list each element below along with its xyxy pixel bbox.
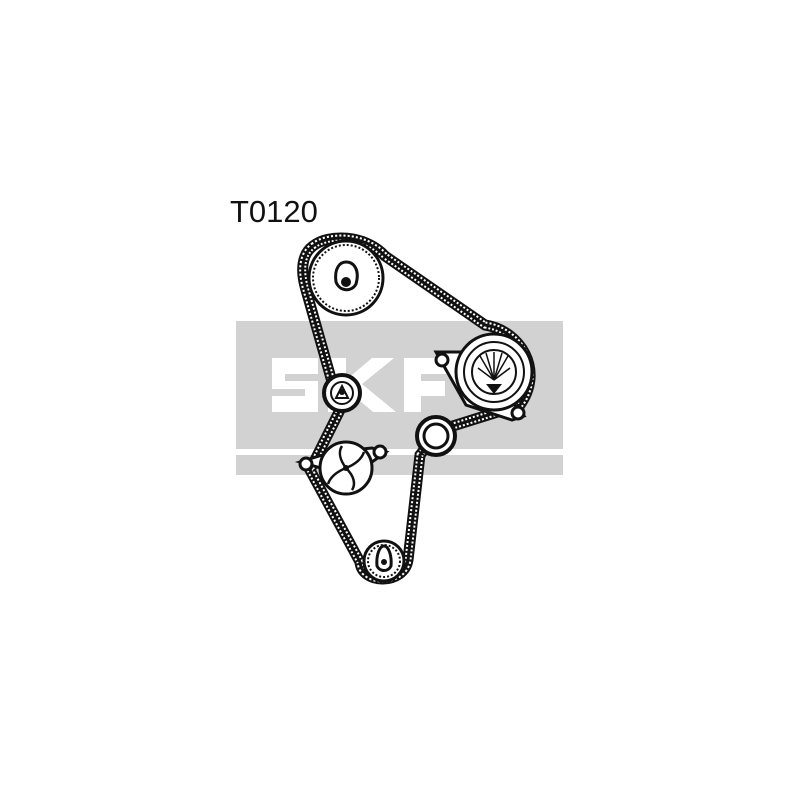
timing-belt bbox=[297, 232, 536, 585]
idler-pulley-left bbox=[322, 373, 362, 413]
part-code-label: T0120 bbox=[230, 194, 318, 229]
crankshaft-sprocket bbox=[362, 539, 406, 583]
tensioner-pulley bbox=[433, 332, 534, 422]
camshaft-sprocket bbox=[307, 239, 385, 317]
water-pump-pulley bbox=[294, 440, 390, 496]
idler-pulley-right bbox=[415, 415, 457, 457]
